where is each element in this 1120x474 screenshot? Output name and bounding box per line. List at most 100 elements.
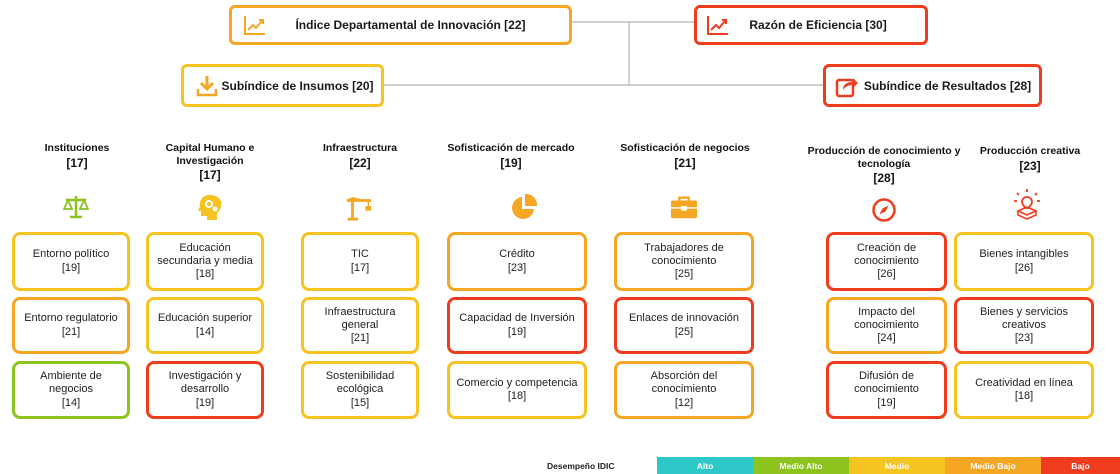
pillar-capital-humano: Capital Humano e Investigación [17] — [150, 142, 270, 183]
subpillar-score: [17] — [350, 261, 370, 274]
subpillar-label: Ambiente de negocios — [40, 370, 102, 396]
subpillar-label: Educación superior — [157, 312, 253, 325]
pie-chart-icon — [510, 193, 538, 221]
share-arrow-icon — [834, 73, 860, 99]
briefcase-icon — [670, 193, 698, 221]
subpillar-box: Creación de conocimiento [26] — [826, 232, 947, 291]
head-gears-icon — [196, 193, 224, 221]
subpillar-label: Infraestructura general — [324, 305, 396, 331]
chart-line-icon — [242, 12, 268, 38]
subpillar-box: Creatividad en línea [18] — [954, 361, 1094, 419]
lightbulb-icon — [1013, 189, 1041, 220]
subpillar-label: Enlaces de innovación — [628, 312, 740, 325]
subpillar-score: [18] — [507, 390, 527, 402]
pillar-score: [17] — [199, 168, 221, 183]
subpillar-label: Crédito — [499, 248, 535, 261]
performance-legend: Desempeño IDIC Alto Medio Alto Medio Med… — [537, 457, 1120, 474]
subpillar-score: [23] — [507, 261, 527, 274]
legend-title: Desempeño IDIC — [547, 460, 615, 471]
subpillar-label: Investigación y desarrollo — [168, 370, 242, 396]
subpillar-box: Difusión de conocimiento [19] — [826, 361, 947, 419]
pillar-score: [17] — [66, 155, 88, 170]
inputs-label: Subíndice de Insumos [20] — [221, 78, 374, 93]
pillar-score: [23] — [1019, 158, 1041, 173]
pillar-name: Sofisticación de negocios — [620, 142, 750, 154]
legend-bajo: Bajo — [1041, 457, 1120, 474]
subpillar-label: Trabajadores de conocimiento — [644, 241, 724, 267]
subpillar-box: Enlaces de innovación [25] — [614, 297, 754, 354]
subpillar-label: Educación secundaria y media — [157, 241, 253, 267]
subpillar-score: [19] — [507, 325, 527, 338]
subpillar-box: Educación secundaria y media [18] — [146, 232, 264, 291]
subpillar-label: Capacidad de Inversión — [459, 312, 575, 325]
subpillar-score: [12] — [674, 396, 694, 409]
pillar-name: Instituciones — [44, 142, 110, 154]
legend-medio-alto: Medio Alto — [753, 457, 849, 474]
pillar-produccion-creativa: Producción creativa [23] — [960, 145, 1100, 173]
subpillar-label: Bienes intangibles — [979, 248, 1069, 261]
efficiency-box: Razón de Eficiencia [30] — [694, 5, 928, 45]
pillar-name: Producción creativa — [979, 145, 1081, 157]
subpillar-box: Infraestructura general [21] — [301, 297, 419, 354]
subpillar-score: [15] — [350, 396, 370, 409]
legend-alto: Alto — [657, 457, 753, 474]
subpillar-score: [26] — [877, 268, 896, 281]
subpillar-box: Capacidad de Inversión [19] — [447, 297, 587, 354]
subpillar-score: [25] — [674, 325, 694, 338]
pillar-name: Producción de conocimiento y tecnología — [807, 145, 961, 170]
subpillar-label: Impacto del conocimiento — [854, 305, 919, 331]
subpillar-box: Bienes y servicios creativos [23] — [954, 297, 1094, 354]
pillar-score: [21] — [674, 155, 696, 170]
pillar-score: [19] — [500, 155, 522, 170]
crane-icon — [345, 193, 373, 221]
chart-line-icon — [705, 12, 731, 38]
subpillar-label: Sostenibilidad ecológica — [325, 370, 395, 396]
subpillar-box: Comercio y competencia [18] — [447, 361, 587, 419]
subpillar-box: TIC [17] — [301, 232, 419, 291]
subpillar-label: Bienes y servicios creativos — [979, 305, 1069, 331]
pillar-name: Capital Humano e Investigación — [165, 142, 255, 167]
subpillar-label: TIC — [351, 248, 369, 261]
subpillar-box: Trabajadores de conocimiento [25] — [614, 232, 754, 291]
index-label: Índice Departamental de Innovación [22] — [295, 18, 526, 32]
subpillar-box: Absorción del conocimiento [12] — [614, 361, 754, 419]
subpillar-score: [18] — [195, 268, 215, 281]
pillar-name: Infraestructura — [322, 142, 398, 154]
legend-medio: Medio — [849, 457, 945, 474]
subpillar-label: Absorción del conocimiento — [650, 370, 718, 396]
subpillar-box: Crédito [23] — [447, 232, 587, 291]
subpillar-score: [19] — [877, 396, 896, 409]
pillar-sofisticacion-mercado: Sofisticación de mercado [19] — [432, 142, 590, 170]
subpillar-box: Entorno político [19] — [12, 232, 130, 291]
subpillar-score: [19] — [61, 261, 81, 274]
subpillar-score: [23] — [1014, 332, 1034, 345]
subpillar-label: Creatividad en línea — [975, 376, 1073, 389]
subpillar-label: Comercio y competencia — [456, 376, 578, 389]
pillar-name: Sofisticación de mercado — [447, 142, 575, 154]
pillar-infraestructura: Infraestructura [22] — [298, 142, 422, 170]
subpillar-box: Sostenibilidad ecológica [15] — [301, 361, 419, 419]
subpillar-score: [24] — [877, 332, 896, 345]
subpillar-label: Difusión de conocimiento — [854, 370, 919, 396]
subpillar-score: [18] — [1014, 390, 1034, 402]
outputs-label: Subíndice de Resultados [28] — [863, 78, 1032, 93]
scales-icon — [62, 193, 90, 221]
subpillar-score: [21] — [350, 332, 370, 345]
subpillar-box: Bienes intangibles [26] — [954, 232, 1094, 291]
subpillar-score: [14] — [195, 325, 215, 338]
subpillar-label: Creación de conocimiento — [854, 241, 919, 267]
subpillar-score: [21] — [61, 325, 81, 338]
subpillar-box: Entorno regulatorio [21] — [12, 297, 130, 354]
outputs-box: Subíndice de Resultados [28] — [823, 64, 1042, 107]
subpillar-box: Impacto del conocimiento [24] — [826, 297, 947, 354]
pillar-instituciones: Instituciones [17] — [12, 142, 142, 170]
index-box: Índice Departamental de Innovación [22] — [229, 5, 572, 45]
pillar-sofisticacion-negocios: Sofisticación de negocios [21] — [600, 142, 770, 170]
legend-medio-bajo: Medio Bajo — [945, 457, 1041, 474]
subpillar-score: [26] — [1014, 261, 1034, 274]
subpillar-score: [25] — [674, 268, 694, 281]
pillar-produccion-conocimiento: Producción de conocimiento y tecnología … — [800, 145, 968, 186]
subpillar-score: [19] — [195, 396, 215, 409]
subpillar-box: Ambiente de negocios [14] — [12, 361, 130, 419]
